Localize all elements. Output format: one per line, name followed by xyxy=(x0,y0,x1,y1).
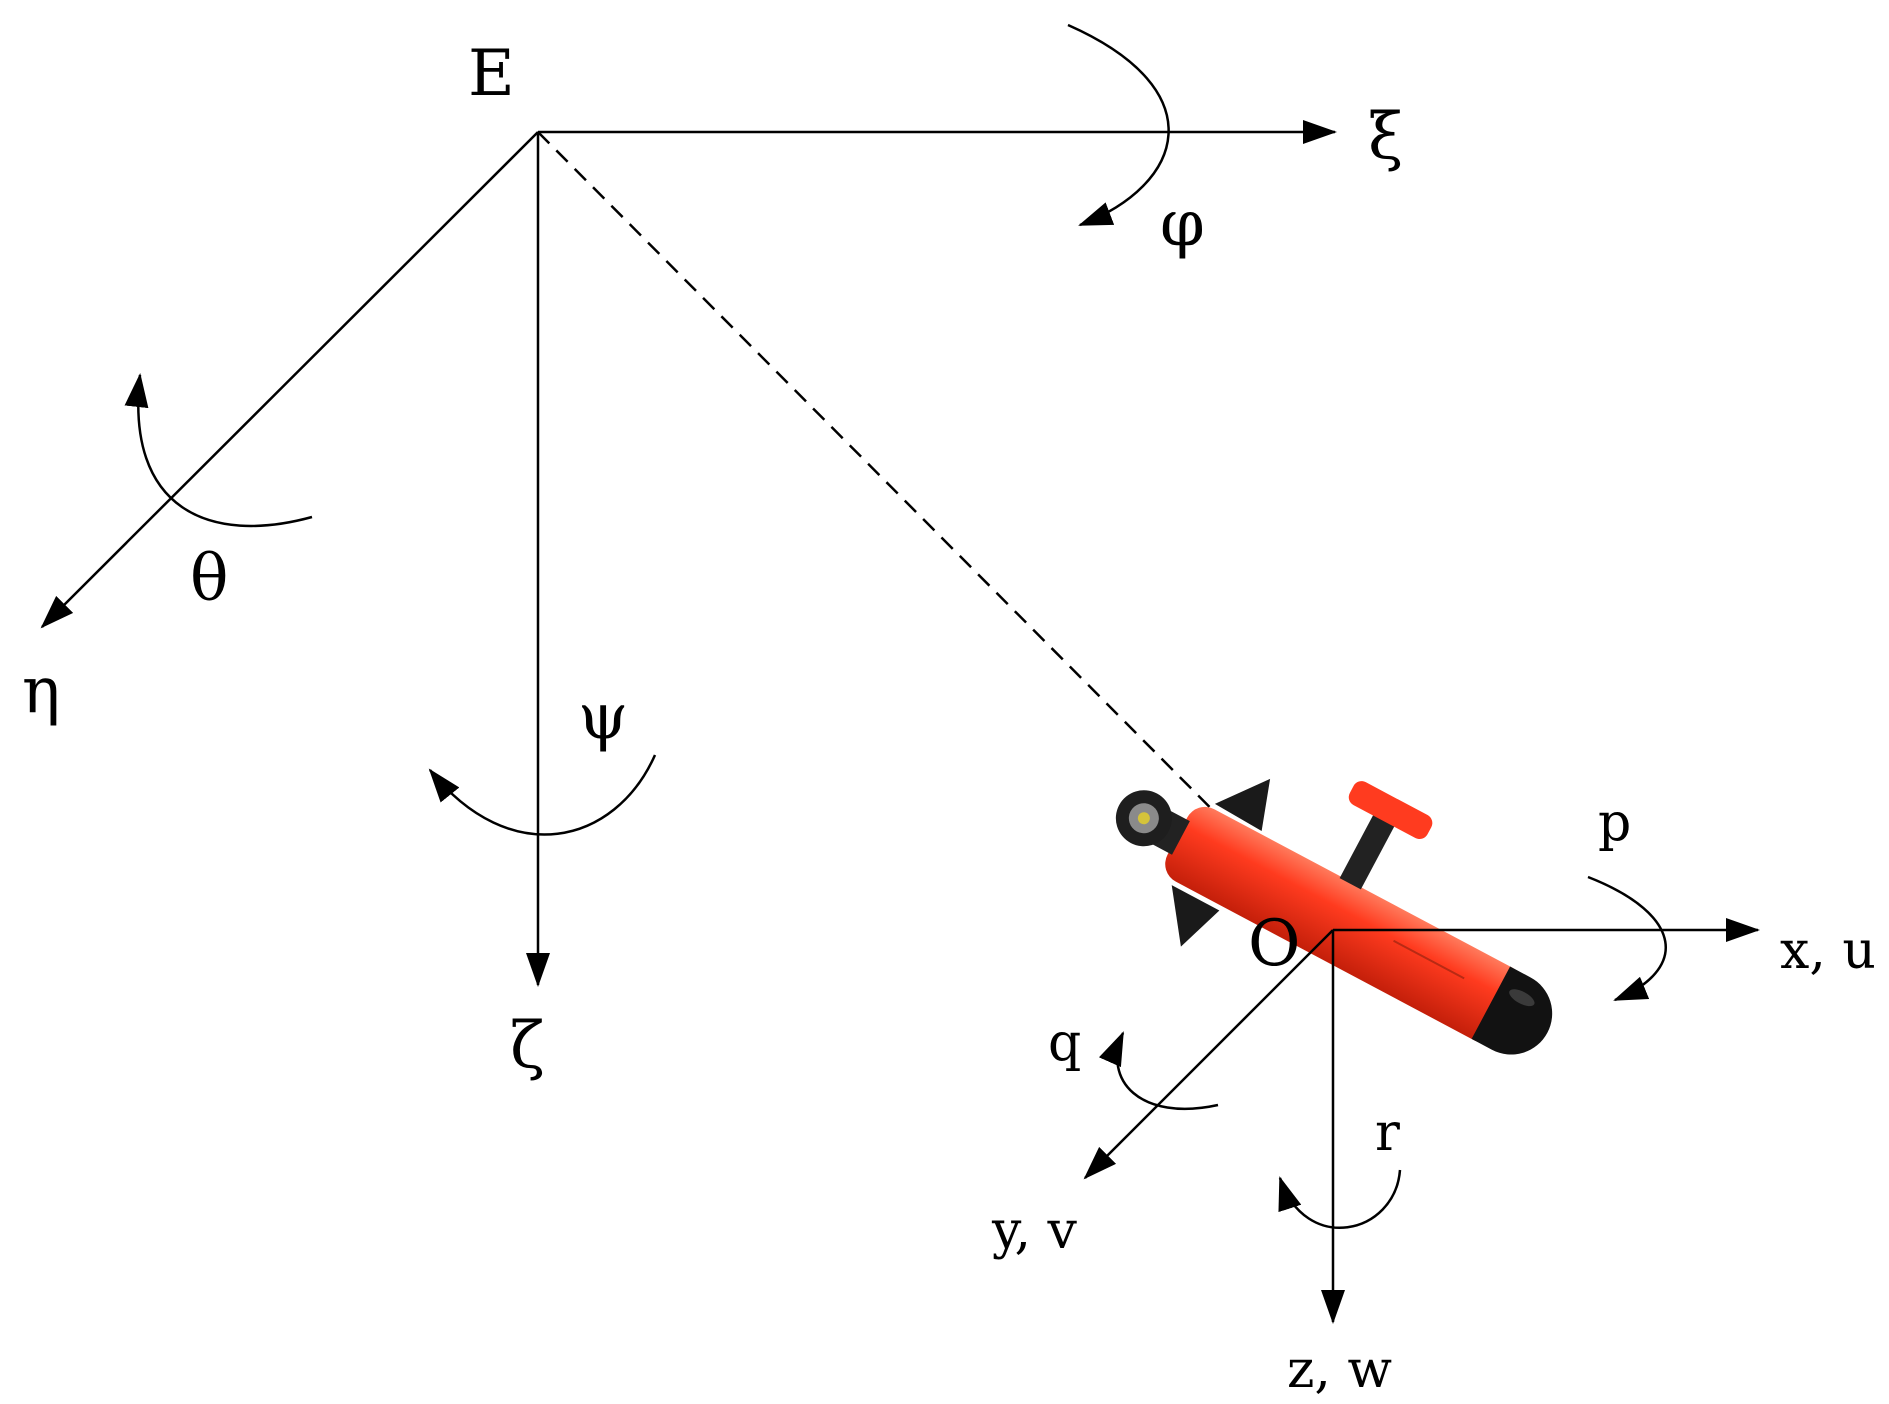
body-origin-label: O xyxy=(1248,907,1300,981)
phi-rotation-arrow xyxy=(1067,23,1170,227)
psi-rotation-arrow xyxy=(428,754,657,836)
p-rotation-arrow xyxy=(1587,875,1667,1002)
auv-nose xyxy=(1471,966,1553,1055)
eta-axis xyxy=(40,131,539,629)
x-u-label: x, u xyxy=(1780,921,1876,981)
phi-label: φ xyxy=(1160,187,1205,261)
auv-vehicle xyxy=(1115,778,1553,1055)
auv-mast xyxy=(1339,807,1399,890)
zeta-label: ζ xyxy=(510,1009,545,1083)
theta-rotation-arrow xyxy=(124,373,313,528)
auv-mast-top xyxy=(1348,781,1433,840)
p-label: p xyxy=(1598,793,1631,853)
z-w-label: z, w xyxy=(1287,1340,1392,1400)
r-label: r xyxy=(1375,1103,1400,1163)
theta-label: θ xyxy=(190,542,229,616)
y-axis xyxy=(1083,929,1334,1180)
auv-hull xyxy=(1165,806,1524,1043)
auv-lower-fin xyxy=(1171,885,1220,947)
q-label: q xyxy=(1048,1013,1081,1073)
body-frame: O x, u y, v z, w p q r xyxy=(991,793,1876,1400)
q-rotation-arrow xyxy=(1099,1031,1219,1111)
earth-origin-label: E xyxy=(468,37,515,111)
position-vector xyxy=(537,131,1333,931)
earth-frame: E ξ η ζ φ θ ψ xyxy=(22,23,1403,1083)
eta-label: η xyxy=(22,654,60,728)
r-rotation-arrow xyxy=(1278,1169,1402,1229)
xi-label: ξ xyxy=(1368,100,1403,174)
auv-upper-fin xyxy=(1214,778,1271,832)
y-v-label: y, v xyxy=(991,1201,1078,1261)
psi-label: ψ xyxy=(578,680,628,754)
